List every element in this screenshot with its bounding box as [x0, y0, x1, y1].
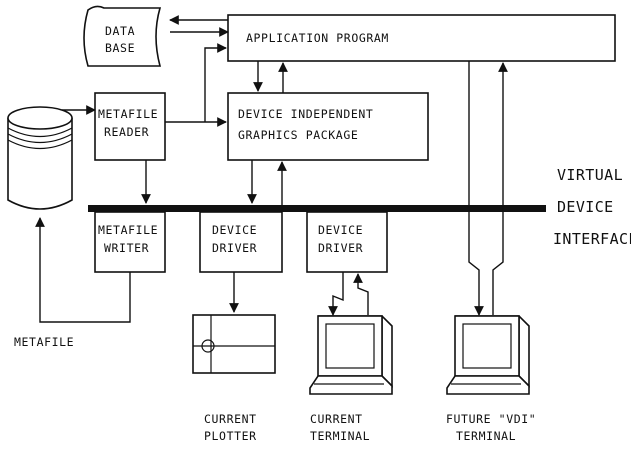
device-driver-1-node: DEVICE DRIVER	[200, 212, 282, 272]
arrow-app-to-future-terminal	[469, 61, 479, 315]
arrow-reader-to-app	[205, 48, 226, 122]
metafile-label: METAFILE	[14, 335, 74, 349]
graphics-package-box	[228, 93, 428, 160]
current-plotter-label-2: PLOTTER	[204, 429, 257, 443]
current-terminal-screen	[318, 316, 382, 376]
plotter-box	[193, 315, 275, 373]
vdi-bus	[88, 205, 546, 212]
arrow-terminal-to-driver	[358, 274, 368, 315]
application-program-label: APPLICATION PROGRAM	[246, 31, 389, 45]
device-driver-2-label-2: DRIVER	[318, 241, 363, 255]
graphics-package-label-1: DEVICE INDEPENDENT	[238, 107, 373, 121]
metafile-disk-icon	[8, 107, 72, 209]
database-label-1: DATA	[105, 24, 135, 38]
current-terminal-label-2: TERMINAL	[310, 429, 370, 443]
future-terminal-label-1: FUTURE "VDI"	[446, 412, 536, 426]
future-terminal-screen	[455, 316, 519, 376]
application-program-node: APPLICATION PROGRAM	[228, 15, 615, 61]
metafile-writer-label-2: WRITER	[104, 241, 149, 255]
future-terminal-icon	[447, 316, 529, 394]
vdi-label-3: INTERFACE	[553, 230, 631, 248]
device-driver-2-node: DEVICE DRIVER	[307, 212, 387, 272]
current-terminal-icon	[310, 316, 392, 394]
plotter-icon	[193, 315, 275, 373]
graphics-package-node: DEVICE INDEPENDENT GRAPHICS PACKAGE	[228, 93, 428, 160]
vdi-label: VIRTUAL DEVICE INTERFACE	[553, 166, 631, 248]
future-terminal-label-2: TERMINAL	[456, 429, 516, 443]
current-terminal-label-1: CURRENT	[310, 412, 363, 426]
metafile-writer-node: METAFILE WRITER	[95, 212, 165, 272]
device-driver-1-label-2: DRIVER	[212, 241, 257, 255]
graphics-package-label-2: GRAPHICS PACKAGE	[238, 128, 358, 142]
disk-body	[8, 118, 72, 209]
metafile-reader-node: METAFILE READER	[95, 93, 165, 160]
database-label-2: BASE	[105, 41, 135, 55]
metafile-writer-label-1: METAFILE	[98, 223, 158, 237]
vdi-label-1: VIRTUAL	[557, 166, 623, 184]
device-driver-2-label-1: DEVICE	[318, 223, 363, 237]
current-plotter-label-1: CURRENT	[204, 412, 257, 426]
arrow-future-terminal-to-app	[493, 63, 503, 315]
vdi-label-2: DEVICE	[557, 198, 614, 216]
device-driver-1-label-1: DEVICE	[212, 223, 257, 237]
metafile-reader-label-2: READER	[104, 125, 149, 139]
metafile-reader-label-1: METAFILE	[98, 107, 158, 121]
arrow-driver-to-terminal	[333, 272, 343, 315]
database-node: DATA BASE	[84, 6, 160, 66]
